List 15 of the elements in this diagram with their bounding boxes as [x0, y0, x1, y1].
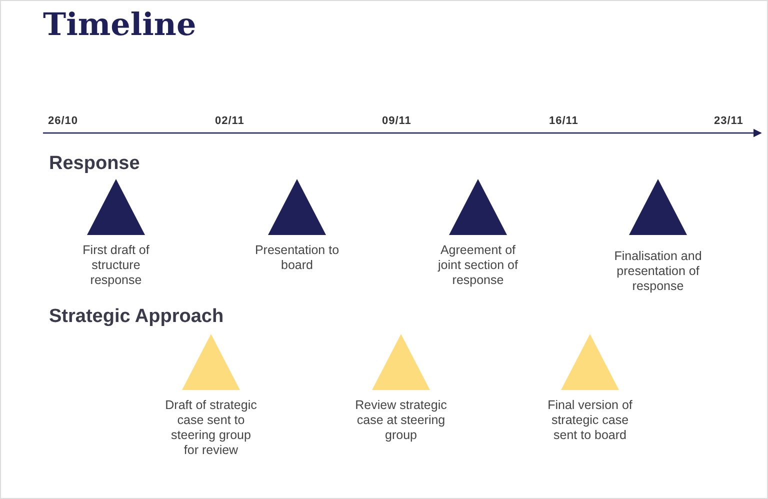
milestone-text: Final version of strategic case sent to board [546, 398, 634, 443]
date-label: 26/10 [48, 115, 78, 127]
date-label: 16/11 [549, 115, 578, 127]
date-label: 23/11 [714, 115, 744, 127]
milestone-text: Review strategic case at steering group [354, 398, 448, 443]
milestone-text: Draft of strategic case sent to steering group for review [164, 398, 258, 458]
milestone-text: Agreement of joint section of response [436, 243, 519, 288]
date-label: 02/11 [215, 115, 244, 127]
section-heading: Strategic Approach [49, 306, 224, 328]
title: Timeline [43, 7, 196, 43]
milestone-text: Presentation to board [254, 243, 340, 273]
milestone-text: First draft of structure response [82, 243, 150, 288]
section-heading: Response [49, 153, 140, 175]
milestone-text: Finalisation and presentation of response [613, 249, 703, 294]
date-label: 09/11 [382, 115, 412, 127]
